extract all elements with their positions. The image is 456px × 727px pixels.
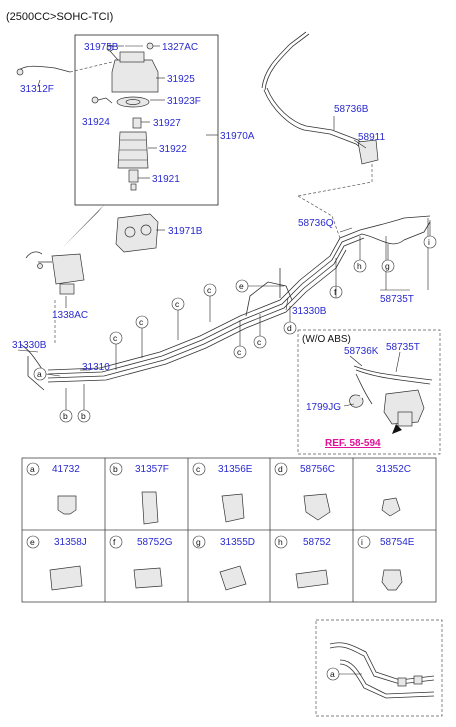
legend-cell-g: g 31355D xyxy=(192,535,255,591)
bottom-inset-letter: a xyxy=(330,669,335,679)
bottom-inset-letter-circle xyxy=(326,667,340,681)
part-number-31922: 31922 xyxy=(159,144,187,155)
legend-letter: e xyxy=(30,537,35,547)
clip-letter-c-2: c xyxy=(175,299,180,309)
clip-legend-table xyxy=(21,457,437,603)
legend-cell-f: f 58752G xyxy=(109,535,173,589)
legend-part-number: 41732 xyxy=(52,464,80,475)
reference-link[interactable]: REF. 58-594 xyxy=(325,438,381,449)
part-number-58736b: 58736B xyxy=(334,104,369,115)
part-number-58735t-inset: 58735T xyxy=(386,342,420,353)
part-number-1338ac: 1338AC xyxy=(52,310,88,321)
clip-letter-c-6: c xyxy=(257,337,262,347)
part-number-31330b-right: 31330B xyxy=(292,306,327,317)
pipe-58736b-drawing xyxy=(261,31,379,197)
legend-letter: d xyxy=(278,464,283,474)
legend-letter: h xyxy=(278,537,283,547)
legend-cell-e: e 31358J xyxy=(26,535,87,591)
legend-part-number: 58756C xyxy=(300,464,335,475)
legend-cell-b: b 31357F xyxy=(109,462,169,525)
part-number-31923f: 31923F xyxy=(167,96,201,107)
wo-abs-inset-frame xyxy=(297,329,441,455)
clip-letter-g: g xyxy=(385,261,390,271)
part-number-31970a: 31970A xyxy=(220,131,255,142)
clip-letter-c-3: c xyxy=(139,317,144,327)
legend-cell-i: i 58754E xyxy=(357,535,415,591)
part-number-31330b-left: 31330B xyxy=(12,340,47,351)
legend-letter: a xyxy=(30,464,35,474)
legend-letter: c xyxy=(196,464,201,474)
legend-letter: i xyxy=(361,537,363,547)
clip-letter-b-1: b xyxy=(63,411,68,421)
engine-variant-title: (2500CC>SOHC-TCI) xyxy=(6,11,113,23)
filter-assembly-installed-drawing xyxy=(25,251,85,295)
clip-letter-d: d xyxy=(287,323,292,333)
clip-letter-c-5: c xyxy=(237,347,242,357)
pipe-bundle-drawing xyxy=(19,215,431,391)
clip-letter-f: f xyxy=(334,287,337,297)
legend-part-number: 58752 xyxy=(303,537,331,548)
legend-cell-a: a 41732 xyxy=(26,462,80,515)
clip-letter-b-2: b xyxy=(81,411,86,421)
legend-cell-d: d 58756C xyxy=(274,462,335,521)
part-number-31310: 31310 xyxy=(82,362,110,373)
clip-letter-e: e xyxy=(239,281,244,291)
fuel-filter-assembly-drawing xyxy=(91,42,159,191)
legend-part-number: 31355D xyxy=(220,537,255,548)
part-number-31925: 31925 xyxy=(167,74,195,85)
bottom-detail-pipes-drawing xyxy=(329,642,435,699)
wo-abs-title: (W/O ABS) xyxy=(302,334,351,345)
clip-callout-letters: h g i f e c c c c d c c a b b xyxy=(33,235,437,423)
part-number-58736q: 58736Q xyxy=(298,218,334,229)
legend-cell-31352c: 31352C xyxy=(376,464,411,517)
part-number-58735t: 58735T xyxy=(380,294,414,305)
part-number-1799jg: 1799JG xyxy=(306,402,341,413)
legend-cell-c: c 31356E xyxy=(192,462,253,523)
clip-letter-a: a xyxy=(37,369,42,379)
part-number-31975b: 31975B xyxy=(84,42,119,53)
part-number-31312f: 31312F xyxy=(20,84,54,95)
detail-pointer-arrow xyxy=(62,205,104,248)
part-number-31927: 31927 xyxy=(153,118,181,129)
part-number-31921: 31921 xyxy=(152,174,180,185)
legend-letter: b xyxy=(113,464,118,474)
legend-part-number: 31352C xyxy=(376,464,411,475)
legend-part-number: 31356E xyxy=(218,464,253,475)
clip-letter-h: h xyxy=(357,261,362,271)
fuel-hose-31312f xyxy=(17,65,71,73)
legend-part-number: 58752G xyxy=(137,537,173,548)
legend-letter: f xyxy=(113,537,116,547)
legend-part-number: 31358J xyxy=(54,537,87,548)
fuel-filter-detail-frame xyxy=(74,34,219,206)
legend-part-number: 58754E xyxy=(380,537,415,548)
bracket-31971b-drawing xyxy=(115,213,159,253)
abs-module-drawing xyxy=(349,365,433,427)
legend-cell-h: h 58752 xyxy=(274,535,331,589)
clip-letter-c-4: c xyxy=(113,333,118,343)
clip-letter-i: i xyxy=(428,237,430,247)
part-number-58736k: 58736K xyxy=(344,346,379,357)
clip-leaders xyxy=(45,220,431,410)
legend-part-number: 31357F xyxy=(135,464,169,475)
clip-letter-c-1: c xyxy=(207,285,212,295)
part-number-31924: 31924 xyxy=(82,117,110,128)
bottom-detail-inset-frame xyxy=(315,619,443,717)
ref-arrow-icon xyxy=(392,424,402,434)
part-number-31971b: 31971B xyxy=(168,226,203,237)
part-number-1327ac: 1327AC xyxy=(162,42,198,53)
legend-letter: g xyxy=(196,537,201,547)
part-number-58911: 58911 xyxy=(358,132,386,143)
